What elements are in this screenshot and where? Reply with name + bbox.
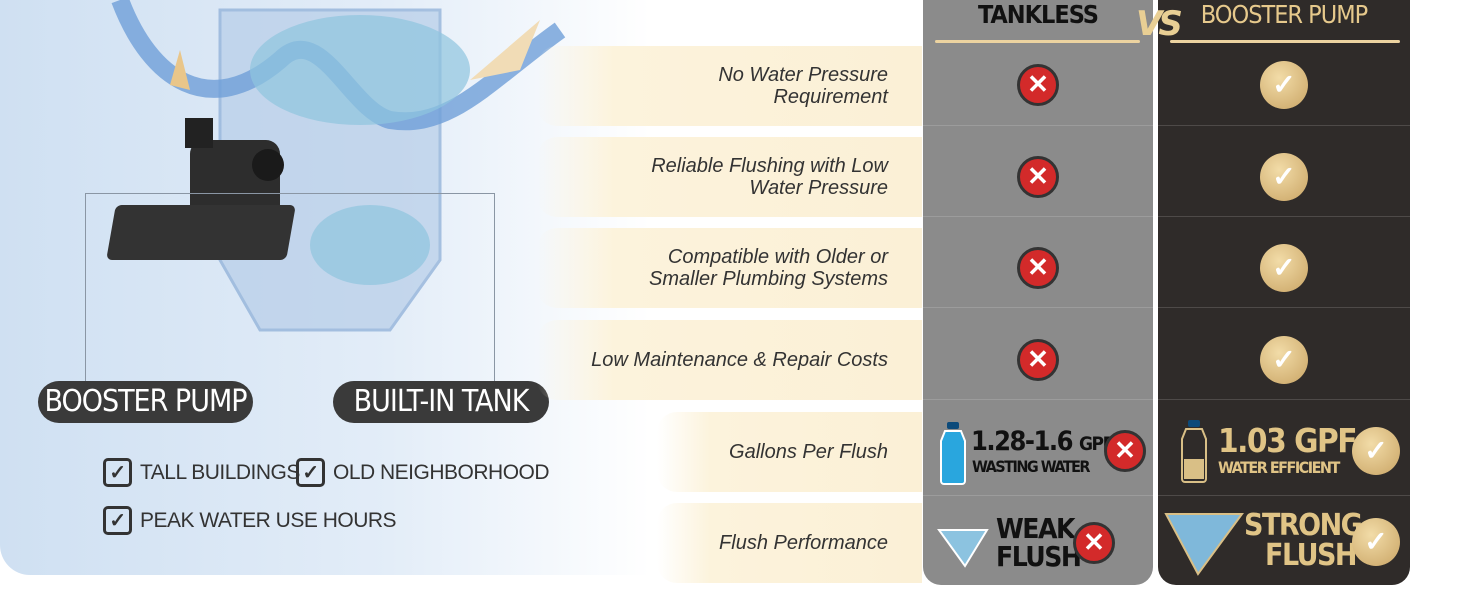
pump-leader-line xyxy=(85,193,495,383)
built-in-tank-label: BUILT-IN TANK xyxy=(333,381,549,423)
check-icon: ✓ xyxy=(1260,336,1308,384)
toilet-tank-illustration xyxy=(107,0,566,332)
row-divider xyxy=(923,399,1153,400)
row-divider xyxy=(923,125,1153,126)
weak-flush-line2: FLUSH xyxy=(996,540,1082,573)
strong-flush-line2: FLUSH xyxy=(1265,538,1358,573)
cross-icon: ✕ xyxy=(1017,156,1059,198)
feature-label: Gallons Per Flush xyxy=(657,412,922,492)
booster-pump-column: BOOSTER PUMP ✓ ✓ ✓ ✓ 1.03 GPF WATER EFFI… xyxy=(1158,0,1410,585)
feature-label: No Water Pressure Requirement xyxy=(537,46,922,126)
feature-label: Low Maintenance & Repair Costs xyxy=(537,320,922,400)
check-icon: ✓ xyxy=(1352,427,1400,475)
weak-tornado-icon xyxy=(937,529,989,568)
cross-icon: ✕ xyxy=(1017,247,1059,289)
tankless-gpf-note: WASTING WATER xyxy=(972,457,1091,476)
row-divider xyxy=(1158,125,1410,126)
tankless-gpf: 1.28-1.6 GPF xyxy=(971,426,1114,457)
row-divider xyxy=(923,307,1153,308)
header-divider xyxy=(935,40,1140,43)
booster-gpf: 1.03 GPF xyxy=(1218,421,1357,460)
checklist-label: PEAK WATER USE HOURS xyxy=(140,508,397,532)
booster-pump-icon xyxy=(107,118,295,260)
check-icon: ✓ xyxy=(1352,518,1400,566)
vs-badge: VS xyxy=(1136,4,1183,44)
water-bottle-icon xyxy=(1181,420,1207,483)
checklist-item: ✓ PEAK WATER USE HOURS xyxy=(103,506,397,535)
row-divider xyxy=(1158,495,1410,496)
booster-header: BOOSTER PUMP xyxy=(1200,0,1368,29)
booster-gpf-note: WATER EFFICIENT xyxy=(1218,458,1340,477)
header-divider xyxy=(1170,40,1400,43)
row-divider xyxy=(1158,216,1410,217)
check-icon: ✓ xyxy=(1260,61,1308,109)
check-icon: ✓ xyxy=(1260,244,1308,292)
tankless-column: TANKLESS ✕ ✕ ✕ ✕ 1.28-1.6 GPF WASTING WA… xyxy=(923,0,1153,585)
row-divider xyxy=(923,216,1153,217)
cross-icon: ✕ xyxy=(1017,339,1059,381)
checkbox-icon: ✓ xyxy=(103,458,132,487)
strong-tornado-icon xyxy=(1164,513,1244,576)
water-bottle-icon xyxy=(940,422,966,485)
row-divider xyxy=(1158,399,1410,400)
weak-flush-line1: WEAK xyxy=(996,512,1076,545)
checkbox-icon: ✓ xyxy=(296,458,325,487)
checklist-item: ✓ OLD NEIGHBORHOOD xyxy=(296,458,550,487)
checklist-label: OLD NEIGHBORHOOD xyxy=(333,460,550,484)
checklist-label: TALL BUILDINGS xyxy=(140,460,300,484)
tankless-header: TANKLESS xyxy=(977,0,1099,29)
feature-label: Compatible with Older or Smaller Plumbin… xyxy=(537,228,922,308)
feature-label: Reliable Flushing with Low Water Pressur… xyxy=(537,137,922,217)
cross-icon: ✕ xyxy=(1073,522,1115,564)
booster-pump-label: BOOSTER PUMP xyxy=(38,381,253,423)
checklist-item: ✓ TALL BUILDINGS xyxy=(103,458,300,487)
row-divider xyxy=(1158,307,1410,308)
check-icon: ✓ xyxy=(1260,153,1308,201)
cross-icon: ✕ xyxy=(1104,430,1146,472)
feature-label: Flush Performance xyxy=(657,503,922,583)
cross-icon: ✕ xyxy=(1017,64,1059,106)
strong-flush-line1: STRONG xyxy=(1244,508,1363,543)
checkbox-icon: ✓ xyxy=(103,506,132,535)
row-divider xyxy=(923,495,1153,496)
